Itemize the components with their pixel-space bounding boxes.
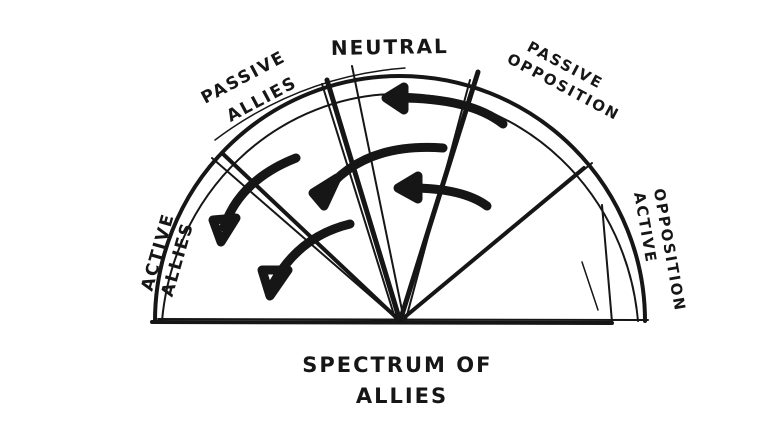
label-neutral: NEUTRAL [331, 34, 449, 60]
segment-divider-active-opposition [581, 204, 613, 323]
segment-divider-passive-allies [211, 151, 402, 323]
diagram-title: SPECTRUM OF ALLIES [302, 353, 502, 408]
label-neutral-line1: NEUTRAL [331, 34, 449, 60]
diagram-title-line2: ALLIES [356, 384, 448, 408]
segment-divider-neutral-left [321, 65, 405, 324]
diagram-title-line1: SPECTRUM OF [302, 353, 492, 377]
arrow-passive-allies-to-active-allies [208, 153, 301, 247]
label-active-allies: ACTIVE ALLIES [138, 203, 202, 299]
arrow-neutral-to-passive-allies [308, 142, 448, 211]
arrow-passive-opposition-to-neutral [381, 82, 508, 129]
arrow-active-opposition-to-passive-opposition [393, 171, 492, 211]
label-active-opposition: ACTIVE OPPOSITION [630, 187, 689, 317]
segment-divider-neutral-right [397, 69, 481, 324]
arrow-neutral-to-active-allies [257, 219, 355, 301]
segment-divider-passive-opposition [398, 162, 593, 323]
